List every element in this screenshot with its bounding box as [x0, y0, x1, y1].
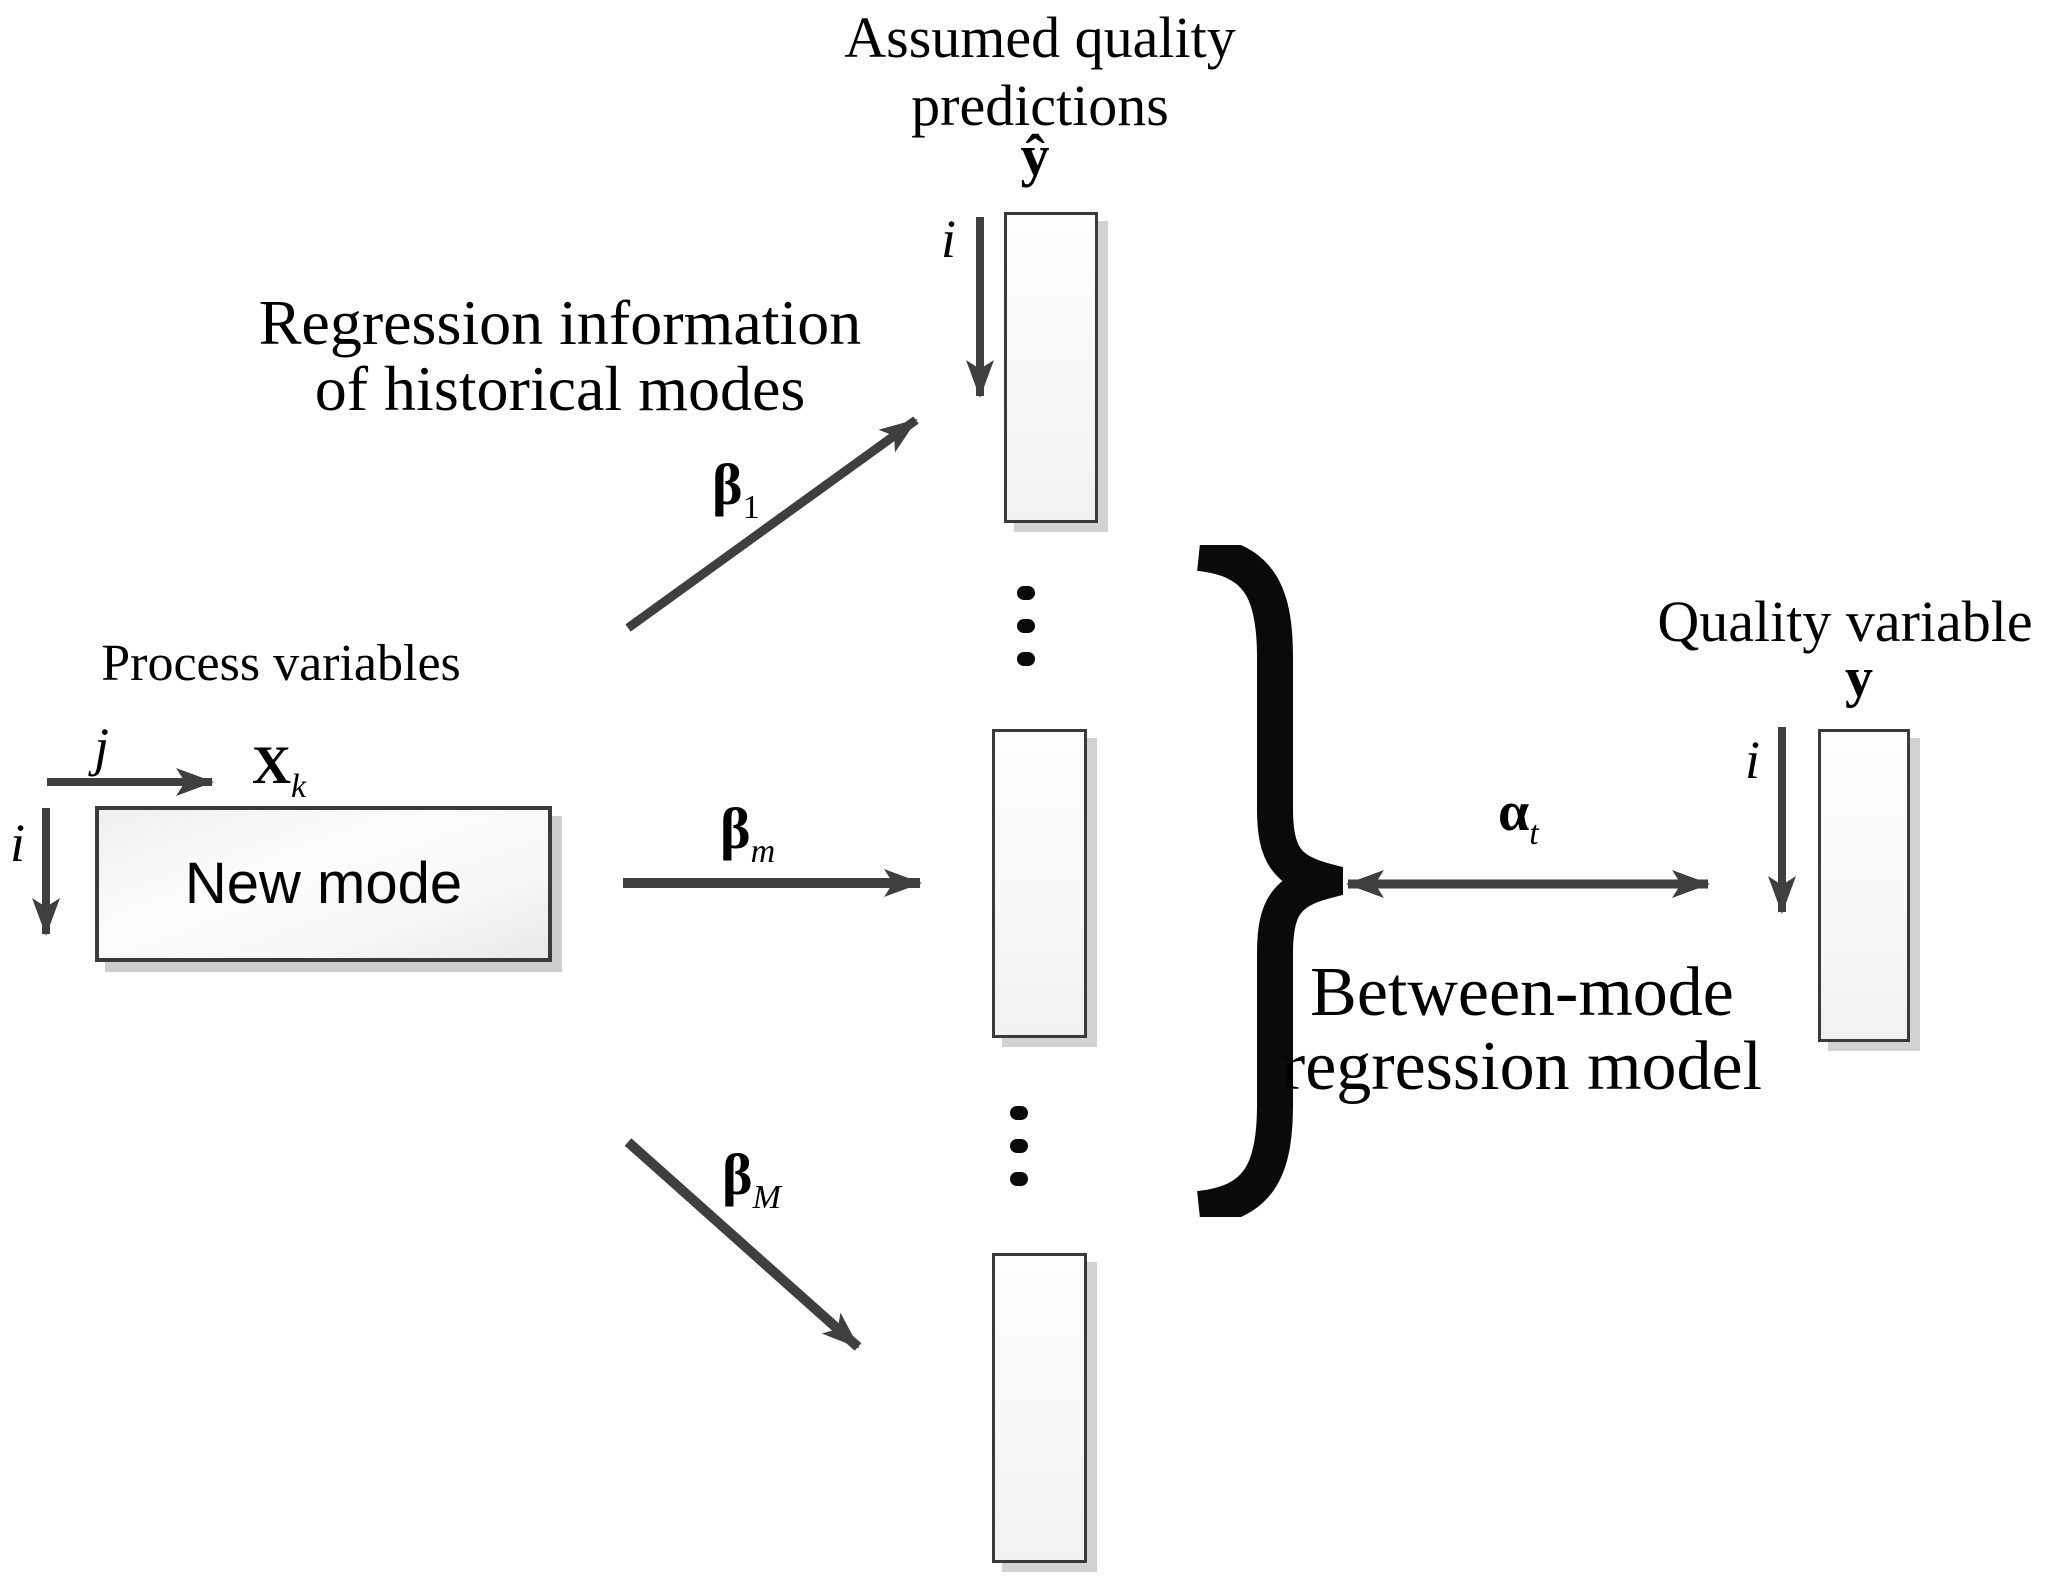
regression-info-title: Regression information of historical mod… [259, 290, 862, 422]
beta-M-subscript: M [752, 1179, 781, 1216]
assumed-quality-line1: Assumed quality [844, 5, 1236, 70]
dot [1010, 1106, 1028, 1120]
curly-brace-path [1196, 545, 1343, 1217]
between-mode-title: Between-mode regression model [1282, 956, 1762, 1104]
x-subscript: k [291, 768, 307, 805]
quality-variable-column [1818, 729, 1910, 1042]
beta-symbol: β [720, 796, 751, 861]
beta-1-arrow [625, 416, 919, 632]
alpha-t-subscript: t [1529, 815, 1539, 852]
alpha-symbol: α [1498, 781, 1530, 843]
dot [1010, 1139, 1028, 1153]
index-i-label-top: i [941, 209, 957, 269]
beta-m-subscript: m [750, 833, 776, 870]
assumed-quality-line2: predictions [911, 73, 1169, 138]
beta-1-subscript: 1 [742, 489, 760, 526]
index-i-label-right: i [1745, 730, 1761, 790]
between-mode-line2: regression model [1281, 1028, 1763, 1105]
beta-symbol: β [722, 1142, 753, 1207]
beta-m-label: βm [720, 800, 775, 869]
between-mode-line1: Between-mode [1310, 954, 1734, 1031]
beta-1-label: β1 [712, 456, 760, 525]
y-label: y [1845, 647, 1873, 709]
dot [1017, 586, 1035, 600]
regression-info-line2: of historical modes [314, 353, 806, 424]
beta-M-label: βM [722, 1146, 781, 1215]
prediction-column-M [992, 1253, 1087, 1563]
curly-brace [1196, 545, 1343, 1217]
assumed-quality-title: Assumed quality predictions [844, 4, 1235, 140]
index-j-label: j [94, 717, 110, 777]
dot [1017, 652, 1035, 666]
index-i-label-left: i [10, 813, 26, 873]
beta-symbol: β [712, 452, 743, 517]
regression-info-line1: Regression information [258, 287, 862, 358]
dot [1010, 1172, 1028, 1186]
prediction-column-1 [1004, 212, 1098, 523]
dot [1017, 619, 1035, 633]
quality-variable-title: Quality variable [1657, 589, 2033, 654]
yhat-label: ŷ [1020, 123, 1050, 188]
process-variables-title: Process variables [101, 635, 461, 692]
prediction-column-m [992, 729, 1087, 1038]
x-symbol: X [252, 735, 291, 795]
alpha-t-label: αt [1498, 784, 1539, 851]
new-mode-box: New mode [95, 806, 552, 962]
x-matrix-label: Xk [252, 738, 306, 804]
new-mode-label: New mode [184, 851, 463, 916]
